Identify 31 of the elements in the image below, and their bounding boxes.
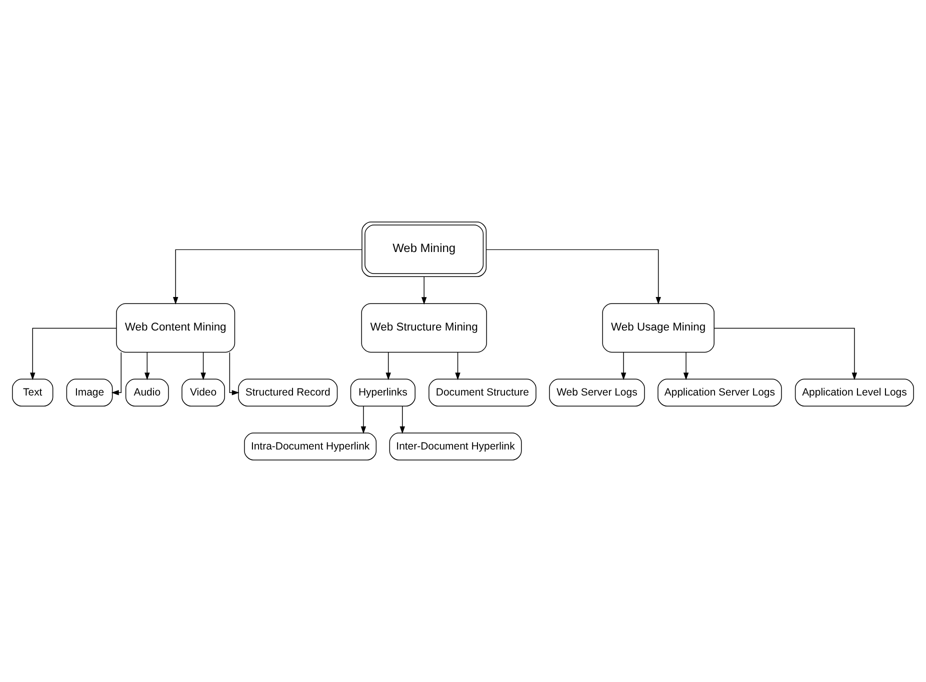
arrow [714,328,858,380]
node-box: Intra-Document Hyperlink [244,432,377,460]
node-box: Web Usage Mining [602,303,714,353]
arrow [421,276,427,305]
node-box: Image [66,378,113,406]
node-box: Audio [125,378,169,406]
arrow [111,352,122,396]
node-box: Application Server Logs [658,378,782,406]
arrow [229,352,240,396]
arrow [200,352,206,380]
node-box: Document Structure [428,378,536,406]
node-box: Video [182,378,225,406]
node-box: Web Structure Mining [361,303,487,353]
node-box: Application Level Logs [794,378,914,406]
arrow [486,249,661,304]
node-box: Hyperlinks [350,378,416,406]
arrow [172,249,362,304]
arrow [144,352,150,380]
arrow [683,352,689,380]
arrow [620,352,626,380]
arrow [386,352,391,380]
node-box: Web Server Logs [549,378,645,406]
node-box: Web Content Mining [116,303,236,353]
node-box: Text [12,378,54,406]
node-box: Inter-Document Hyperlink [389,432,522,460]
arrow [30,328,117,380]
arrow [400,406,405,434]
node-box: Structured Record [238,378,338,406]
arrow [360,406,366,434]
arrow [455,352,460,380]
node-box: Web Mining [362,222,487,277]
